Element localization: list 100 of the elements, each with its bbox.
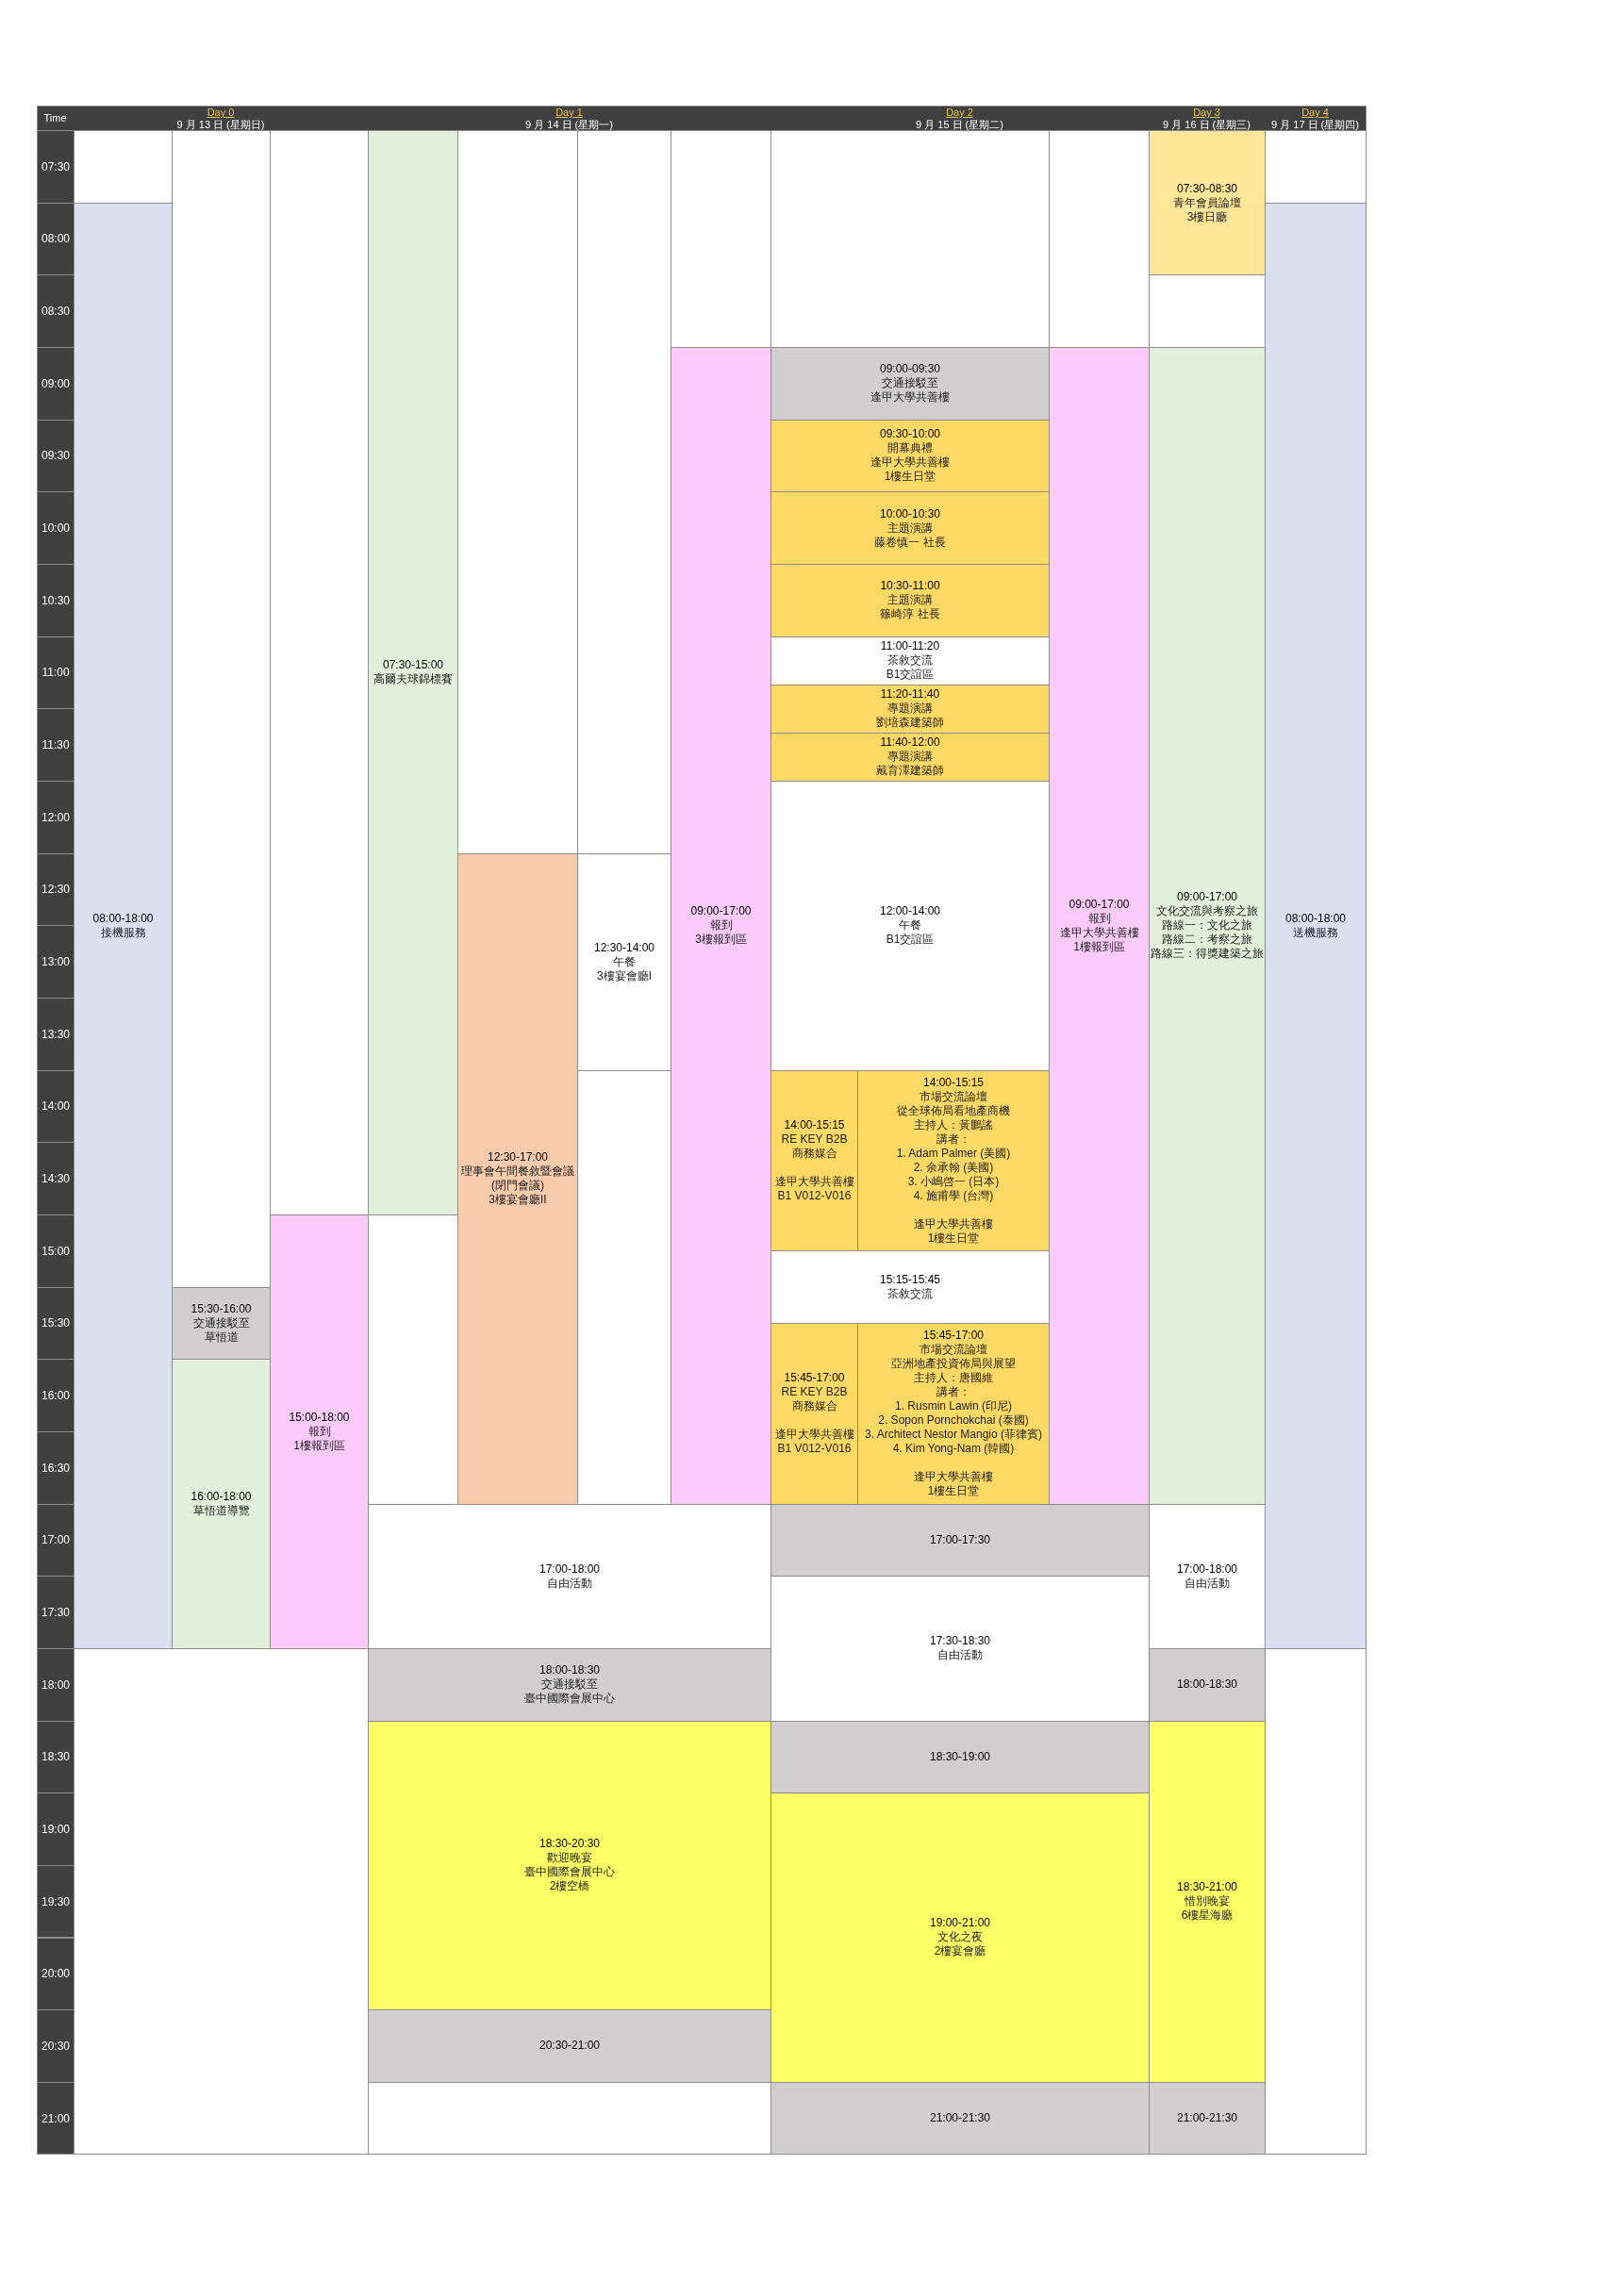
event-detail: 2. Sopon Pornchokchai (泰國) bbox=[878, 1413, 1029, 1429]
time-range: 08:00-18:00 bbox=[92, 911, 154, 926]
event-detail: 臺中國際會展中心 bbox=[524, 1865, 615, 1880]
event-cell bbox=[172, 1359, 271, 1649]
time-range: 09:00-17:00 bbox=[690, 904, 752, 919]
time-range: 12:00-14:00 bbox=[879, 904, 941, 919]
event-detail: 3樓宴會廳I bbox=[597, 968, 652, 983]
event-cell bbox=[270, 1214, 369, 1649]
time-range: 18:30-21:00 bbox=[1176, 1880, 1238, 1895]
event-detail: 藤卷慎一 社長 bbox=[874, 535, 946, 550]
event-cell bbox=[771, 732, 1050, 782]
event-detail: RE KEY B2B bbox=[781, 1131, 848, 1147]
event-detail: 文化交流與考察之旅 bbox=[1156, 904, 1258, 919]
event-detail: 送機服務 bbox=[1293, 925, 1338, 940]
time-label: 13:30 bbox=[37, 997, 75, 1071]
event-detail: 茶敘交流 bbox=[887, 1287, 933, 1302]
time-label: 10:30 bbox=[37, 563, 75, 637]
event-cell bbox=[771, 346, 1050, 421]
date-heading: 9 月 13 日 (星期日) bbox=[175, 119, 266, 130]
time-range: 19:00-21:00 bbox=[929, 1916, 991, 1931]
event-detail: 4. 施甫學 (台灣) bbox=[913, 1188, 994, 1203]
event-detail: 商務媒合 bbox=[791, 1399, 837, 1414]
time-range: 17:00-18:00 bbox=[1176, 1561, 1238, 1577]
time-range: 11:20-11:40 bbox=[880, 687, 940, 702]
event-detail: (閉門會議) bbox=[491, 1179, 544, 1194]
event-detail: 交通接駁至 bbox=[882, 376, 938, 391]
event-detail: 戴育澤建築師 bbox=[876, 764, 944, 779]
event-cell bbox=[771, 491, 1050, 565]
event-detail: 青年會員論壇 bbox=[1173, 195, 1241, 210]
event-detail: 惜別晚宴 bbox=[1185, 1894, 1230, 1909]
event-cell bbox=[771, 1720, 1150, 1794]
event-detail: 路線三：得獎建築之旅 bbox=[1151, 947, 1264, 962]
event-detail: 路線一：文化之旅 bbox=[1162, 918, 1252, 933]
time-label: 18:30 bbox=[37, 1720, 75, 1794]
time-label: 08:00 bbox=[37, 202, 75, 276]
event-detail: 主持人：黃鵬謠 bbox=[914, 1117, 993, 1132]
time-range: 09:00-17:00 bbox=[1176, 890, 1238, 905]
date-heading: 9 月 17 日 (星期四) bbox=[1270, 119, 1360, 130]
event-detail: 1樓生日堂 bbox=[884, 470, 936, 485]
event-detail: 專題演講 bbox=[887, 750, 933, 764]
event-cell bbox=[771, 419, 1050, 493]
event-cell bbox=[771, 1503, 1150, 1577]
column-heading: Time bbox=[42, 112, 68, 124]
event-detail: 自由活動 bbox=[547, 1576, 592, 1591]
time-label: 16:00 bbox=[37, 1359, 75, 1432]
time-range: 16:00-18:00 bbox=[191, 1490, 252, 1505]
time-label: 18:00 bbox=[37, 1647, 75, 1722]
event-detail: 報到 bbox=[1087, 911, 1111, 926]
event-detail: 專題演講 bbox=[887, 702, 933, 717]
time-range: 15:15-15:45 bbox=[879, 1273, 941, 1288]
event-detail: 逢甲大學共善樓 bbox=[774, 1428, 854, 1443]
event-cell bbox=[1149, 1720, 1266, 2083]
time-range: 09:00-17:00 bbox=[1069, 897, 1130, 912]
event-cell bbox=[172, 1286, 271, 1361]
event-detail: 3樓日廳 bbox=[1186, 209, 1228, 224]
time-label: 09:30 bbox=[37, 419, 75, 493]
time-label: 13:00 bbox=[37, 925, 75, 999]
event-detail: B1 V012-V016 bbox=[777, 1442, 852, 1457]
time-range: 09:30-10:00 bbox=[879, 427, 941, 442]
event-detail: 報到 bbox=[307, 1424, 331, 1439]
time-label: 12:30 bbox=[37, 852, 75, 927]
event-detail: 劉培森建築師 bbox=[876, 716, 944, 731]
event-detail: 自由活動 bbox=[1185, 1576, 1230, 1591]
event-cell bbox=[771, 684, 1050, 734]
time-range: 18:00-18:30 bbox=[1176, 1677, 1238, 1693]
time-label: 14:00 bbox=[37, 1069, 75, 1144]
event-detail: 1樓報到區 bbox=[1073, 939, 1125, 954]
time-label: 16:30 bbox=[37, 1430, 75, 1505]
event-detail: 高爾夫球錦標賽 bbox=[373, 672, 453, 687]
time-range: 17:00-18:00 bbox=[539, 1561, 601, 1577]
time-range: 07:30-08:30 bbox=[1176, 181, 1238, 196]
date-heading: 9 月 15 日 (星期二) bbox=[915, 119, 1004, 130]
event-cell bbox=[857, 1069, 1050, 1252]
event-detail: 開幕典禮 bbox=[887, 441, 933, 456]
time-label: 15:30 bbox=[37, 1286, 75, 1361]
event-detail: 1樓生日堂 bbox=[927, 1231, 980, 1246]
event-detail: B1交誼區 bbox=[886, 668, 935, 683]
event-detail: 逢甲大學共善樓 bbox=[914, 1470, 993, 1485]
event-detail: 4. Kim Yong-Nam (韓國) bbox=[892, 1442, 1015, 1457]
time-label: 20:30 bbox=[37, 2009, 75, 2083]
event-cell bbox=[1149, 346, 1266, 1505]
event-detail: 1樓生日堂 bbox=[927, 1484, 980, 1499]
time-range: 17:30-18:30 bbox=[929, 1634, 991, 1649]
time-label: 12:00 bbox=[37, 780, 75, 854]
event-detail: 2樓宴會廳 bbox=[934, 1944, 986, 1959]
time-label: 21:00 bbox=[37, 2081, 75, 2156]
event-detail: 路線二：考察之旅 bbox=[1162, 933, 1252, 948]
time-label: 17:00 bbox=[37, 1503, 75, 1577]
event-cell bbox=[771, 1069, 858, 1252]
event-cell bbox=[1149, 2081, 1266, 2156]
time-range: 08:00-18:00 bbox=[1284, 911, 1347, 926]
time-label: 14:30 bbox=[37, 1142, 75, 1215]
event-cell bbox=[771, 563, 1050, 637]
event-detail: 逢甲大學共善樓 bbox=[774, 1174, 854, 1189]
time-label: 19:30 bbox=[37, 1864, 75, 1939]
day-heading: Day 0 bbox=[206, 107, 236, 118]
event-detail: 3樓宴會廳II bbox=[489, 1193, 547, 1208]
time-range: 07:30-15:00 bbox=[382, 658, 444, 673]
event-detail: 1樓報到區 bbox=[293, 1438, 345, 1453]
event-cell bbox=[857, 1322, 1050, 1505]
